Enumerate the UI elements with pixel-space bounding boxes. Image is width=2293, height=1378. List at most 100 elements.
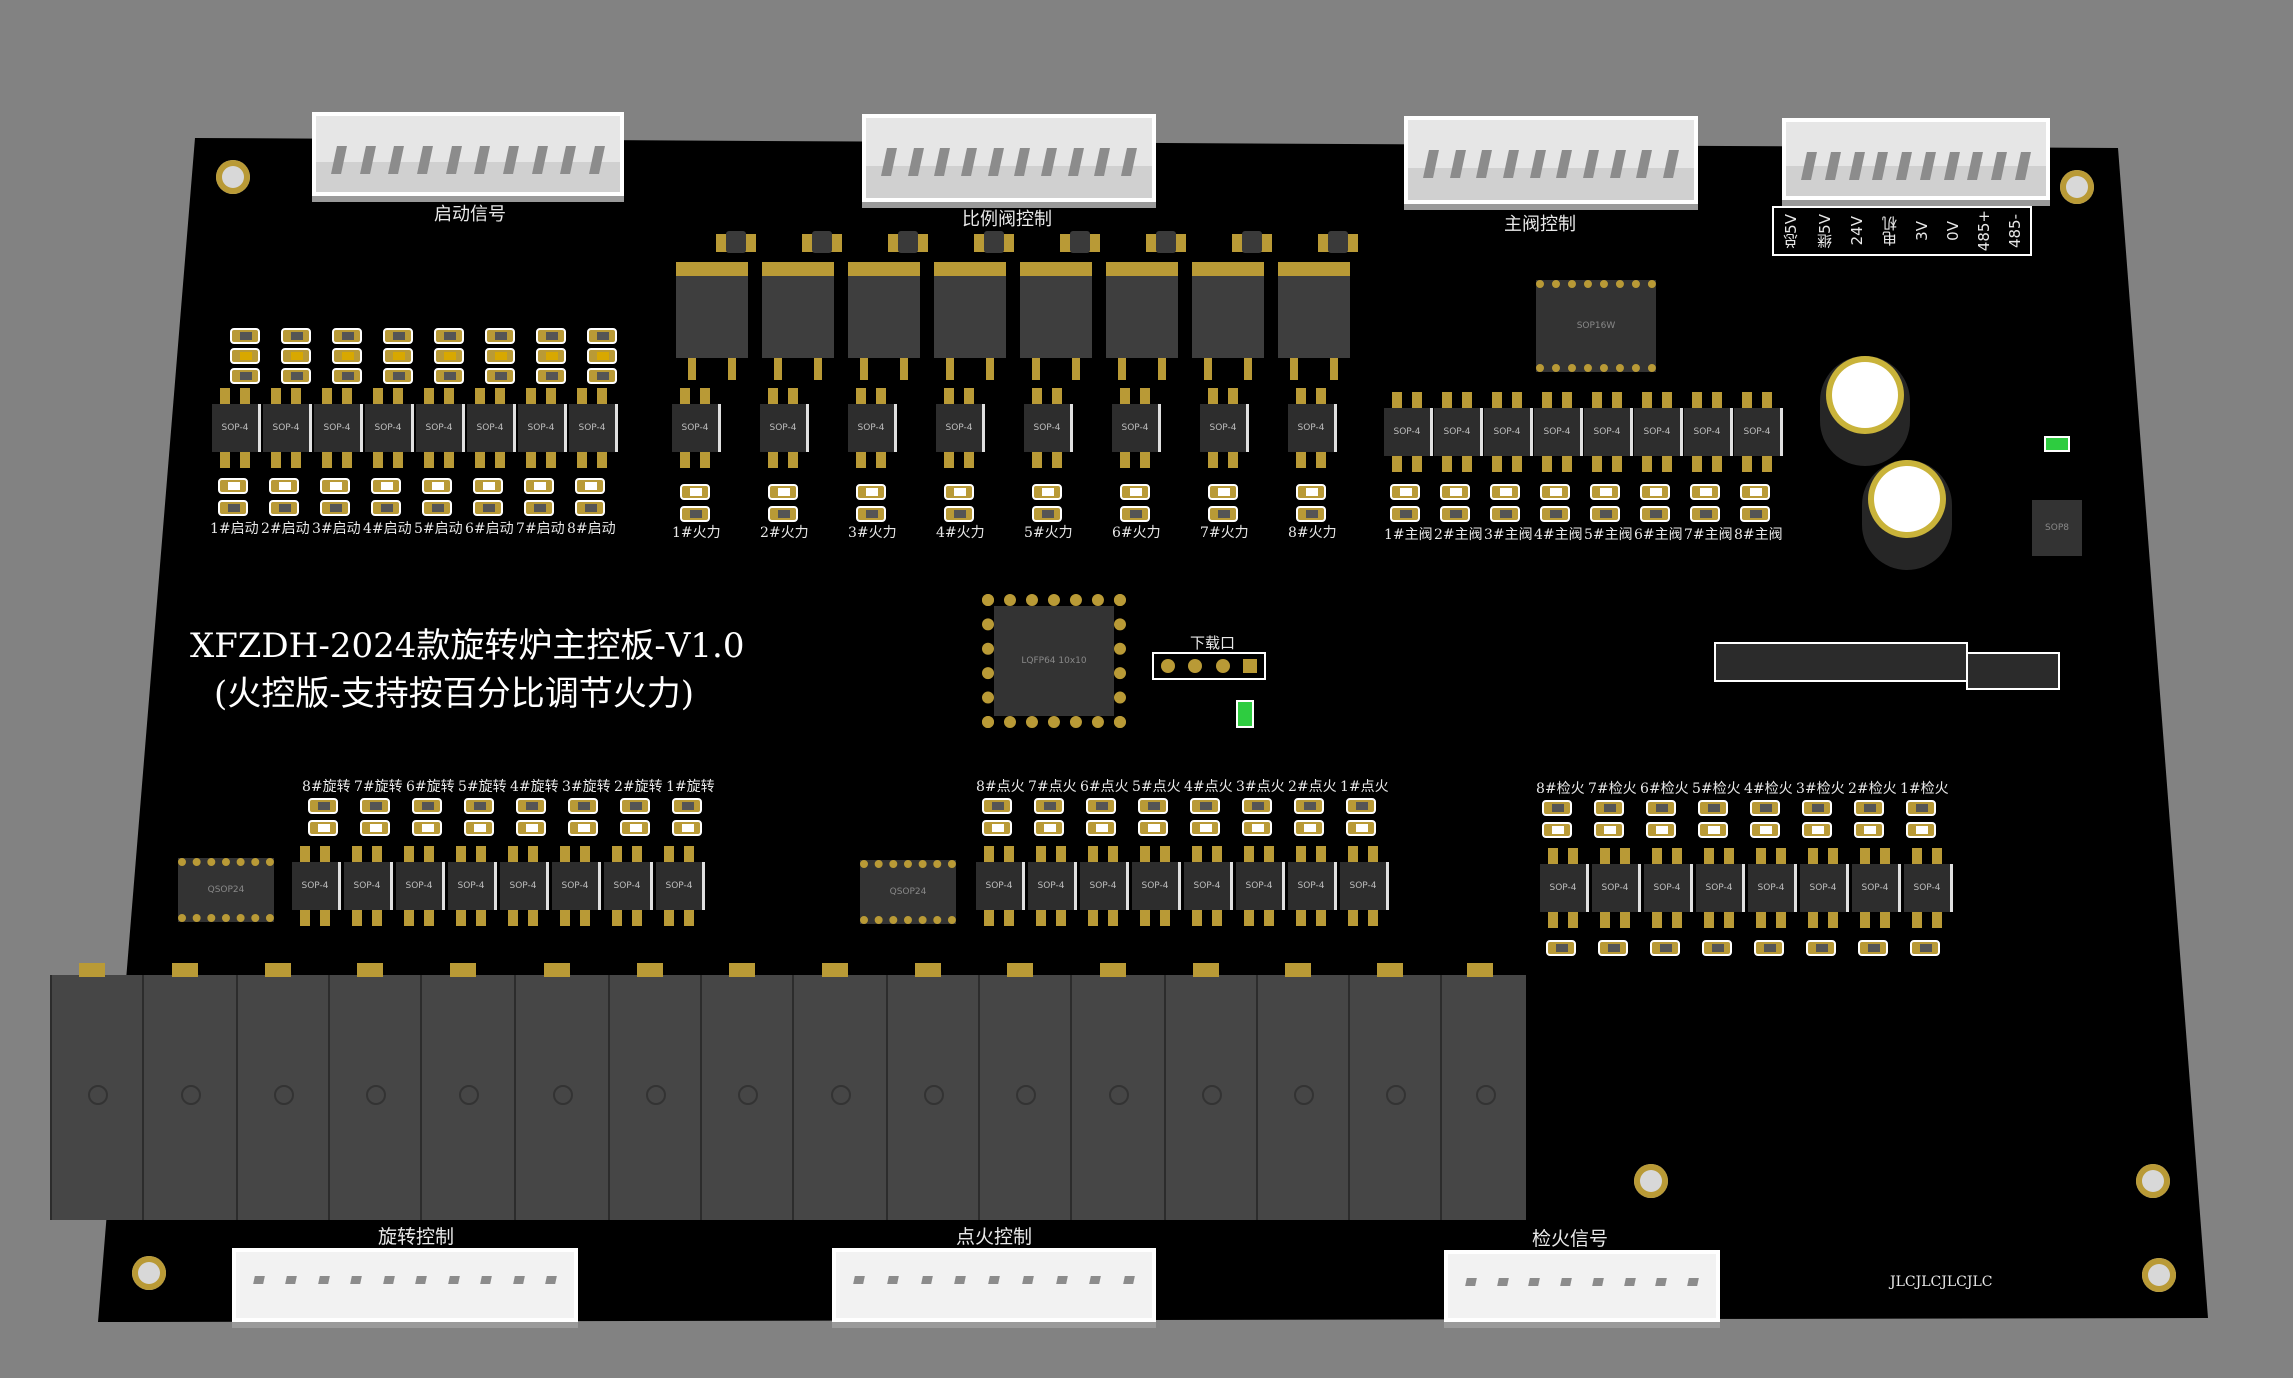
sop4-optocoupler: SOP-4 — [500, 846, 549, 926]
chip-marking: SOP-4 — [945, 423, 973, 433]
sop4-optocoupler: SOP-4 — [1592, 848, 1641, 928]
channel-label: 3#主阀 — [1484, 527, 1533, 543]
smd-resistor — [320, 500, 350, 516]
smd-resistor — [768, 484, 798, 500]
chip-marking: SOP-4 — [1443, 427, 1471, 437]
smd-resistor — [308, 820, 338, 836]
smd-resistor — [944, 484, 974, 500]
sop4-optocoupler: SOP-4 — [1288, 846, 1337, 926]
channel-label: 7#旋转 — [354, 779, 403, 795]
channel-label: 1#主阀 — [1384, 527, 1433, 543]
label-proportional-valve: 比例阀控制 — [962, 209, 1052, 230]
smd-resistor — [434, 348, 464, 364]
power-pin-labels: 485- 485+ 0V 3V 电机 24V 继5V 总5V — [1772, 206, 2032, 256]
smd-resistor — [516, 820, 546, 836]
sop4-optocoupler: SOP-4 — [1236, 846, 1285, 926]
relay — [886, 963, 978, 1220]
smd-resistor — [464, 798, 494, 814]
smd-resistor — [485, 328, 515, 344]
qsop24-chip: QSOP24 — [178, 858, 274, 922]
channel-label: 5#启动 — [414, 521, 463, 537]
smd-resistor — [1594, 800, 1624, 816]
chip-marking: SOP-4 — [1643, 427, 1671, 437]
smd-resistor — [1208, 484, 1238, 500]
channel-label: 2#主阀 — [1434, 527, 1483, 543]
smd-diode — [1060, 231, 1100, 253]
sop4-optocoupler: SOP-4 — [263, 388, 312, 468]
download-port-header — [1152, 652, 1266, 680]
chip-marking: SOP-4 — [1549, 883, 1577, 893]
sop4-optocoupler: SOP-4 — [1644, 848, 1693, 928]
channel-label: 7#火力 — [1200, 525, 1249, 541]
chip-marking: SOP-4 — [1653, 883, 1681, 893]
sop8-chip: SOP8 — [2032, 500, 2082, 556]
relay — [608, 963, 700, 1220]
chip-marking: SOP-4 — [1601, 883, 1629, 893]
chip-marking: SOP-4 — [561, 881, 589, 891]
smd-resistor — [1740, 506, 1770, 522]
smd-resistor — [332, 328, 362, 344]
channel-label: 3#检火 — [1796, 781, 1845, 797]
smd-resistor — [218, 478, 248, 494]
smd-resistor — [1806, 940, 1836, 956]
channel-label: 8#主阀 — [1734, 527, 1783, 543]
channel-label: 8#旋转 — [302, 779, 351, 795]
chip-marking: SOP-4 — [665, 881, 693, 891]
smd-resistor — [1208, 506, 1238, 522]
smd-resistor — [308, 798, 338, 814]
electrolytic-capacitor — [1820, 356, 1910, 466]
mounting-hole — [1634, 1164, 1668, 1198]
sop4-optocoupler: SOP-4 — [314, 388, 363, 468]
label-start-signal: 启动信号 — [434, 204, 506, 225]
smd-resistor — [1594, 822, 1624, 838]
smd-resistor — [1034, 820, 1064, 836]
relay — [1164, 963, 1256, 1220]
smd-resistor — [1086, 798, 1116, 814]
smd-resistor — [281, 348, 311, 364]
dpak-mosfet — [1020, 262, 1092, 380]
connector-proportional-valve — [862, 114, 1156, 202]
relay — [50, 963, 142, 1220]
smd-resistor — [332, 368, 362, 384]
channel-label: 7#启动 — [516, 521, 565, 537]
smd-resistor — [1190, 820, 1220, 836]
connector-power — [1782, 118, 2050, 200]
channel-label: 3#点火 — [1236, 779, 1285, 795]
smd-resistor — [371, 478, 401, 494]
smd-resistor — [620, 798, 650, 814]
channel-label: 6#旋转 — [406, 779, 455, 795]
smd-resistor — [360, 820, 390, 836]
connector-ignite-control — [832, 1248, 1156, 1322]
smd-resistor — [1906, 822, 1936, 838]
smd-diode — [1146, 231, 1186, 253]
smd-resistor — [1598, 940, 1628, 956]
chip-marking: SOP-4 — [1245, 881, 1273, 891]
connector-main-valve — [1404, 116, 1698, 204]
channel-label: 1#检火 — [1900, 781, 1949, 797]
pin-label: 电机 — [1881, 216, 1900, 246]
sop4-optocoupler: SOP-4 — [1634, 392, 1683, 472]
channel-label: 7#点火 — [1028, 779, 1077, 795]
smd-resistor — [1490, 484, 1520, 500]
smd-resistor — [1032, 484, 1062, 500]
channel-label: 4#检火 — [1744, 781, 1793, 797]
sop4-optocoupler: SOP-4 — [1028, 846, 1077, 926]
sop4-optocoupler: SOP-4 — [448, 846, 497, 926]
smd-resistor — [383, 348, 413, 364]
smd-resistor — [1242, 820, 1272, 836]
sop4-optocoupler: SOP-4 — [976, 846, 1025, 926]
channel-label: 1#火力 — [672, 525, 721, 541]
smd-resistor — [1120, 484, 1150, 500]
channel-label: 6#检火 — [1640, 781, 1689, 797]
pin-label: 485- — [2005, 213, 2024, 249]
smd-resistor — [1390, 506, 1420, 522]
smd-resistor — [856, 484, 886, 500]
smd-resistor — [575, 478, 605, 494]
smd-resistor — [982, 820, 1012, 836]
chip-marking: SOP-4 — [769, 423, 797, 433]
sop4-optocoupler: SOP-4 — [1384, 392, 1433, 472]
label-ignite-control: 点火控制 — [956, 1226, 1033, 1248]
chip-marking: SOP-4 — [425, 423, 453, 433]
smd-diode — [888, 231, 928, 253]
chip-marking: SOP-4 — [1705, 883, 1733, 893]
